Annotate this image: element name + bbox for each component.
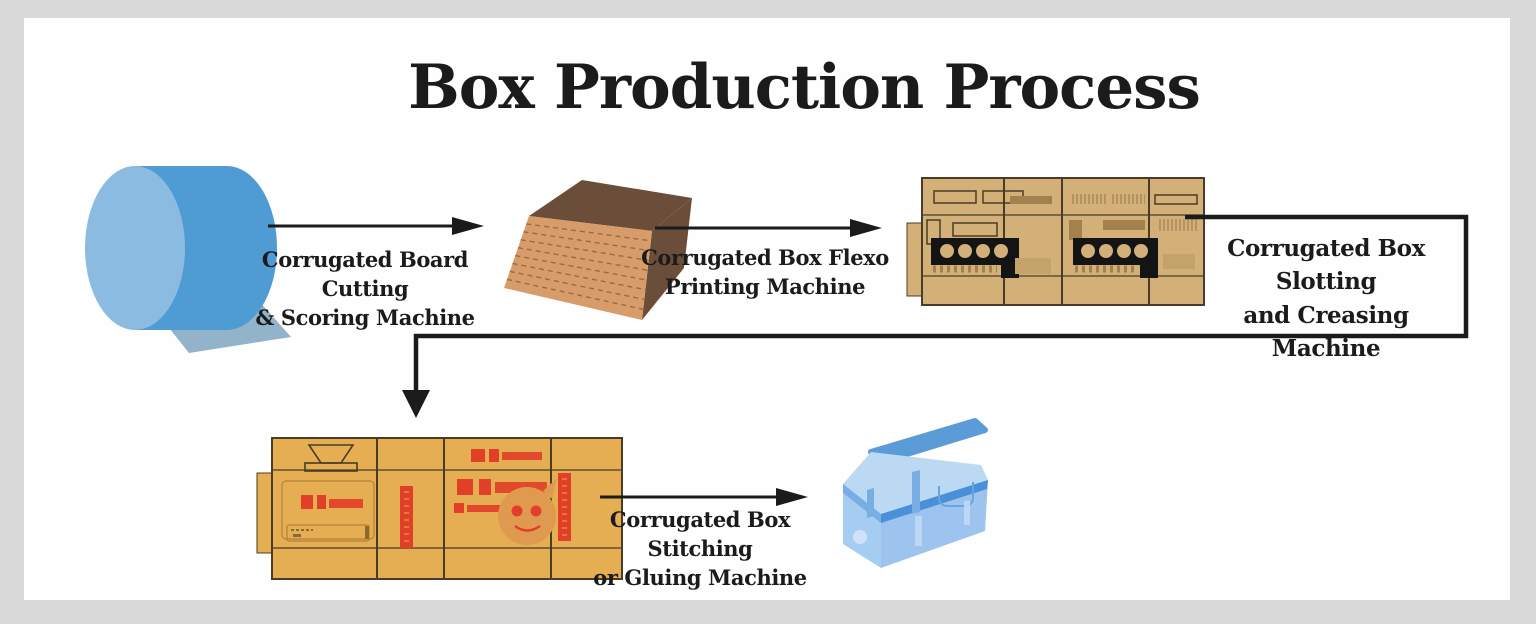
finished-box-illustration: [843, 418, 988, 568]
label-stitching-gluing: Corrugated Box Stitching or Gluing Machi…: [565, 506, 835, 593]
paper-roll-illustration: [85, 166, 291, 353]
label-line: Printing Machine: [664, 273, 866, 299]
flow-arrow-1: [268, 217, 484, 235]
label-cutting-scoring: Corrugated Board Cutting & Scoring Machi…: [230, 246, 500, 333]
label-flexo-printing: Corrugated Box Flexo Printing Machine: [630, 244, 900, 302]
label-line: and Creasing Machine: [1243, 301, 1409, 363]
slotting-machine-illustration: [906, 177, 1205, 306]
label-line: Corrugated Box Slotting: [1227, 235, 1425, 296]
label-line: & Scoring Machine: [255, 304, 475, 330]
stitching-machine-illustration: [256, 437, 623, 580]
label-line: Corrugated Box Flexo: [641, 245, 889, 270]
flow-arrow-3: [600, 488, 808, 506]
flow-connector-down: [402, 214, 1469, 418]
label-slotting-creasing: Corrugated Box Slotting and Creasing Mac…: [1186, 232, 1466, 365]
label-line: Corrugated Box Stitching: [609, 507, 791, 561]
label-line: or Gluing Machine: [593, 564, 807, 590]
diagram-canvas: Box Production Process: [24, 18, 1510, 600]
flow-arrow-2: [655, 219, 882, 237]
page-title: Box Production Process: [408, 52, 1201, 123]
label-line: Corrugated Board Cutting: [261, 247, 469, 301]
